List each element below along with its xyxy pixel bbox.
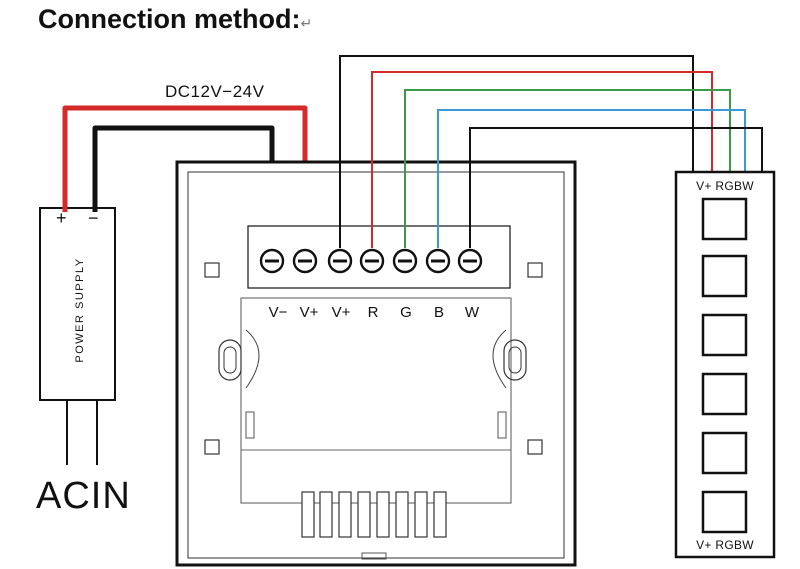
strip-top-label: V+ RGBW — [696, 179, 754, 193]
led-chip — [701, 197, 748, 241]
led-chips — [701, 197, 748, 534]
bottom-notch — [361, 552, 387, 560]
controller-panel-outer — [175, 160, 577, 567]
mount-slot-left — [218, 339, 242, 381]
screw-hole-tr — [527, 262, 543, 278]
screw-hole-tl — [204, 262, 220, 278]
screw-hole-br — [527, 439, 543, 455]
led-chip — [701, 372, 748, 416]
led-chip — [701, 490, 748, 534]
terminal-label-v-minus: V− — [268, 304, 288, 321]
mount-slot-right — [503, 339, 527, 381]
terminal-label-r: R — [367, 304, 379, 321]
power-supply-label: POWER SUPPLY — [74, 257, 86, 363]
wire-r-red — [371, 71, 713, 248]
side-tab-left — [245, 411, 255, 439]
terminal-label-b: B — [433, 304, 444, 321]
power-supply-minus: − — [88, 208, 99, 228]
return-mark: ↵ — [300, 15, 313, 31]
terminal-housing — [247, 225, 511, 289]
power-supply-plus: + — [56, 208, 67, 228]
led-chip — [701, 313, 748, 357]
wire-w-black — [469, 127, 763, 248]
mount-slot-left-inner — [223, 346, 237, 374]
led-chip — [701, 254, 748, 298]
terminal-label-v-plus-1: V+ — [299, 304, 319, 321]
terminal-label-v-plus-2: V+ — [331, 304, 351, 321]
screw-hole-bl — [204, 439, 220, 455]
bottom-pins — [301, 491, 447, 538]
ac-input-label: ACIN — [36, 475, 131, 517]
wire-g-green — [404, 89, 731, 248]
page-title: Connection method:↵ — [38, 4, 313, 34]
voltage-label: DC12V−24V — [165, 82, 265, 101]
terminal-label-g: G — [400, 304, 412, 321]
strip-bottom-label: V+ RGBW — [696, 538, 754, 552]
terminal-label-w: W — [464, 304, 480, 321]
controller-panel-inner — [187, 171, 565, 559]
side-tab-right — [497, 411, 507, 439]
power-supply-body — [39, 207, 116, 401]
clip-left — [245, 329, 260, 389]
led-chip — [701, 431, 748, 475]
mount-slot-right-inner — [508, 346, 522, 374]
clip-right — [492, 329, 507, 389]
board-area — [240, 297, 512, 504]
wire-vplus-black — [339, 55, 694, 248]
wire-b-blue — [437, 109, 746, 248]
